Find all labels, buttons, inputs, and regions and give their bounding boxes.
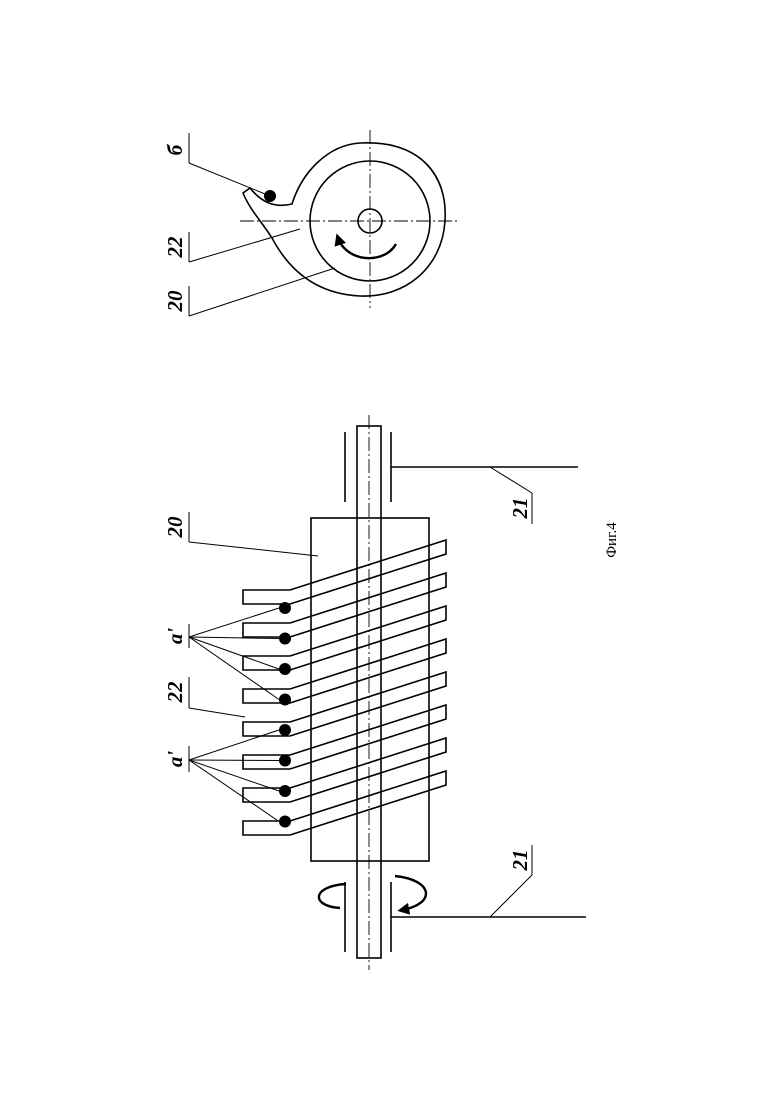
blade <box>243 540 446 604</box>
balls <box>279 602 291 828</box>
ball-leader-line <box>189 760 279 761</box>
blade <box>243 573 446 637</box>
ball-leader-line <box>189 637 279 700</box>
figure-caption: Фиг.4 <box>604 522 620 558</box>
label-shaft-left: 21 <box>508 850 532 872</box>
end-view: б 22 20 <box>163 130 460 316</box>
ball <box>279 816 291 828</box>
blade <box>243 639 446 703</box>
end-view-rotation-arrow <box>338 238 396 258</box>
leader-blade-side <box>189 708 245 717</box>
blade <box>243 705 446 769</box>
ball <box>279 785 291 797</box>
leader-drum-end <box>189 268 335 316</box>
ball <box>279 602 291 614</box>
blades <box>243 540 446 835</box>
side-view: 20 a' 22 a' 21 21 <box>163 415 586 970</box>
ball <box>279 755 291 767</box>
ball-leader-line <box>189 760 279 791</box>
leader-shaft-left <box>490 875 532 917</box>
label-balls-group-2: a' <box>163 751 187 768</box>
blade <box>243 672 446 736</box>
leader-ball <box>189 163 270 196</box>
label-blade-side: 22 <box>163 681 187 704</box>
label-drum-side: 20 <box>163 516 187 539</box>
label-shaft-right: 21 <box>508 498 532 520</box>
leader-drum-side <box>189 542 318 556</box>
ball <box>279 724 291 736</box>
ball-leader-line <box>189 637 279 669</box>
label-blade-end: 22 <box>163 236 187 259</box>
label-drum-end: 20 <box>163 290 187 313</box>
label-balls-group-1: a' <box>163 628 187 645</box>
shaft-rotation-arrow <box>319 876 426 910</box>
ball <box>279 633 291 645</box>
blade <box>243 771 446 835</box>
leader-shaft-right <box>490 467 532 493</box>
ball <box>279 694 291 706</box>
end-view-blade-outline <box>243 143 445 296</box>
label-ball: б <box>163 143 187 155</box>
blade <box>243 738 446 802</box>
ball <box>279 663 291 675</box>
